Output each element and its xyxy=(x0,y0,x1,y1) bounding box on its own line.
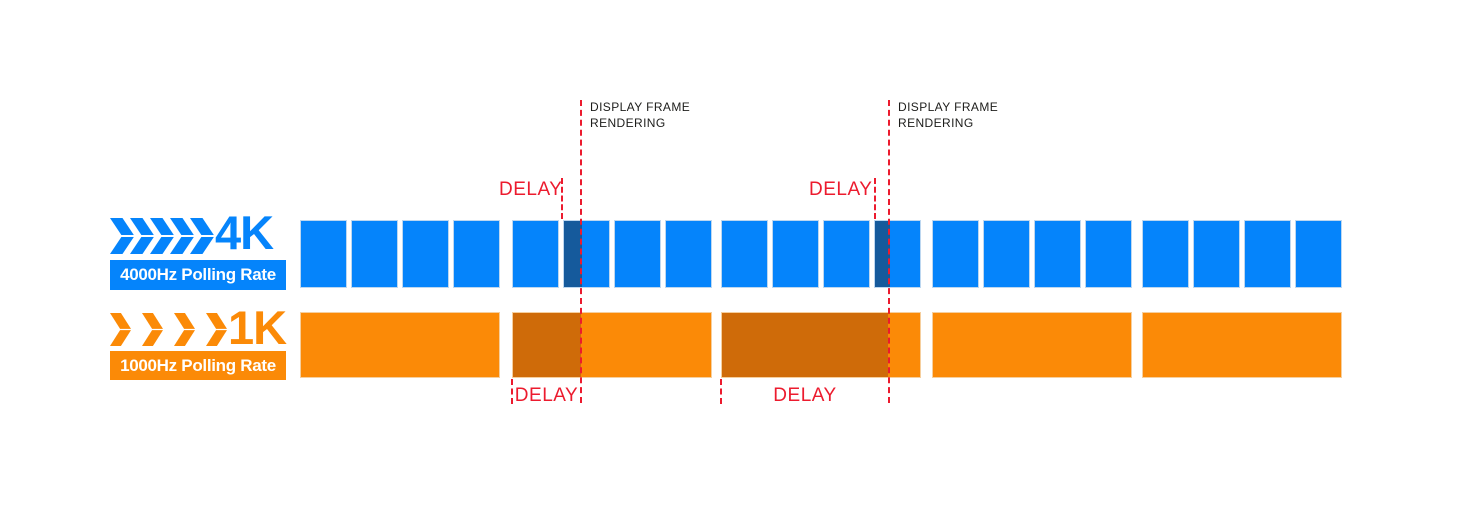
poll-square xyxy=(1085,220,1132,288)
slow-delay-region xyxy=(722,313,889,377)
slow-chevrons-icon xyxy=(110,313,227,346)
poll-square xyxy=(721,220,768,288)
poll-square xyxy=(1295,220,1342,288)
chevron-icon xyxy=(110,218,134,254)
frame-render-line-1 xyxy=(580,100,582,403)
frame-render-label-2-line1: DISPLAY FRAME xyxy=(898,100,999,114)
poll-square xyxy=(453,220,500,288)
chevron-icon xyxy=(170,218,194,254)
fast-delay-region xyxy=(564,221,582,287)
slow-delay-label-1: DELAY xyxy=(514,385,579,406)
slow-delay-start-line-1 xyxy=(511,379,513,404)
slow-frame-bar xyxy=(1142,312,1342,378)
chevron-icon xyxy=(174,313,195,346)
poll-square xyxy=(614,220,661,288)
poll-square xyxy=(1244,220,1291,288)
poll-square xyxy=(772,220,819,288)
frame-render-label-1-line1: DISPLAY FRAME xyxy=(590,100,691,114)
slow-row-title: 1K xyxy=(228,301,287,354)
slow-frame-bar xyxy=(300,312,500,378)
poll-square xyxy=(665,220,712,288)
slow-delay-label-2: DELAY xyxy=(773,385,837,406)
fast-delay-region xyxy=(875,221,891,287)
chevron-icon xyxy=(142,313,163,346)
fast-frame-segment xyxy=(932,220,1132,288)
fast-row-subtitle-box: 4000Hz Polling Rate xyxy=(110,260,286,290)
fast-frame-segment xyxy=(512,220,712,288)
slow-frame-bar xyxy=(512,312,712,378)
poll-square xyxy=(351,220,398,288)
fast-frame-segment xyxy=(300,220,500,288)
poll-square xyxy=(563,220,610,288)
fast-delay-start-line-2 xyxy=(874,178,876,219)
frame-render-label-1-line2: RENDERING xyxy=(590,115,666,130)
chevron-icon xyxy=(190,218,214,254)
fast-row-title: 4K xyxy=(215,206,274,259)
fast-frame-segment xyxy=(1142,220,1342,288)
poll-square xyxy=(1034,220,1081,288)
slow-frame-bar xyxy=(721,312,921,378)
fast-chevrons-icon xyxy=(110,218,214,254)
slow-row-subtitle: 1000Hz Polling Rate xyxy=(120,355,276,375)
fast-row-subtitle: 4000Hz Polling Rate xyxy=(120,265,276,284)
fast-delay-label-1: DELAY xyxy=(499,179,563,200)
poll-square xyxy=(983,220,1030,288)
frame-render-label-2: DISPLAY FRAME RENDERING xyxy=(898,100,998,131)
poll-square xyxy=(1193,220,1240,288)
poll-square xyxy=(932,220,979,288)
slow-delay-region xyxy=(513,313,582,377)
poll-square xyxy=(874,220,921,288)
poll-square xyxy=(300,220,347,288)
slow-frame-bar xyxy=(932,312,1132,378)
poll-square xyxy=(1142,220,1189,288)
slow-delay-start-line-2 xyxy=(720,379,722,404)
frame-render-line-2 xyxy=(888,100,890,403)
poll-square xyxy=(823,220,870,288)
chevron-icon xyxy=(110,313,131,346)
slow-row-subtitle-box: 1000Hz Polling Rate xyxy=(110,351,286,380)
poll-square xyxy=(512,220,559,288)
frame-render-label-2-line2: RENDERING xyxy=(898,115,974,130)
chevron-icon xyxy=(130,218,154,254)
fast-frame-segment xyxy=(721,220,921,288)
frame-render-label-1: DISPLAY FRAME RENDERING xyxy=(590,100,690,131)
fast-delay-start-line-1 xyxy=(561,178,563,219)
poll-square xyxy=(402,220,449,288)
chevron-icon xyxy=(150,218,174,254)
fast-delay-label-2: DELAY xyxy=(809,179,873,200)
chevron-icon xyxy=(206,313,227,346)
